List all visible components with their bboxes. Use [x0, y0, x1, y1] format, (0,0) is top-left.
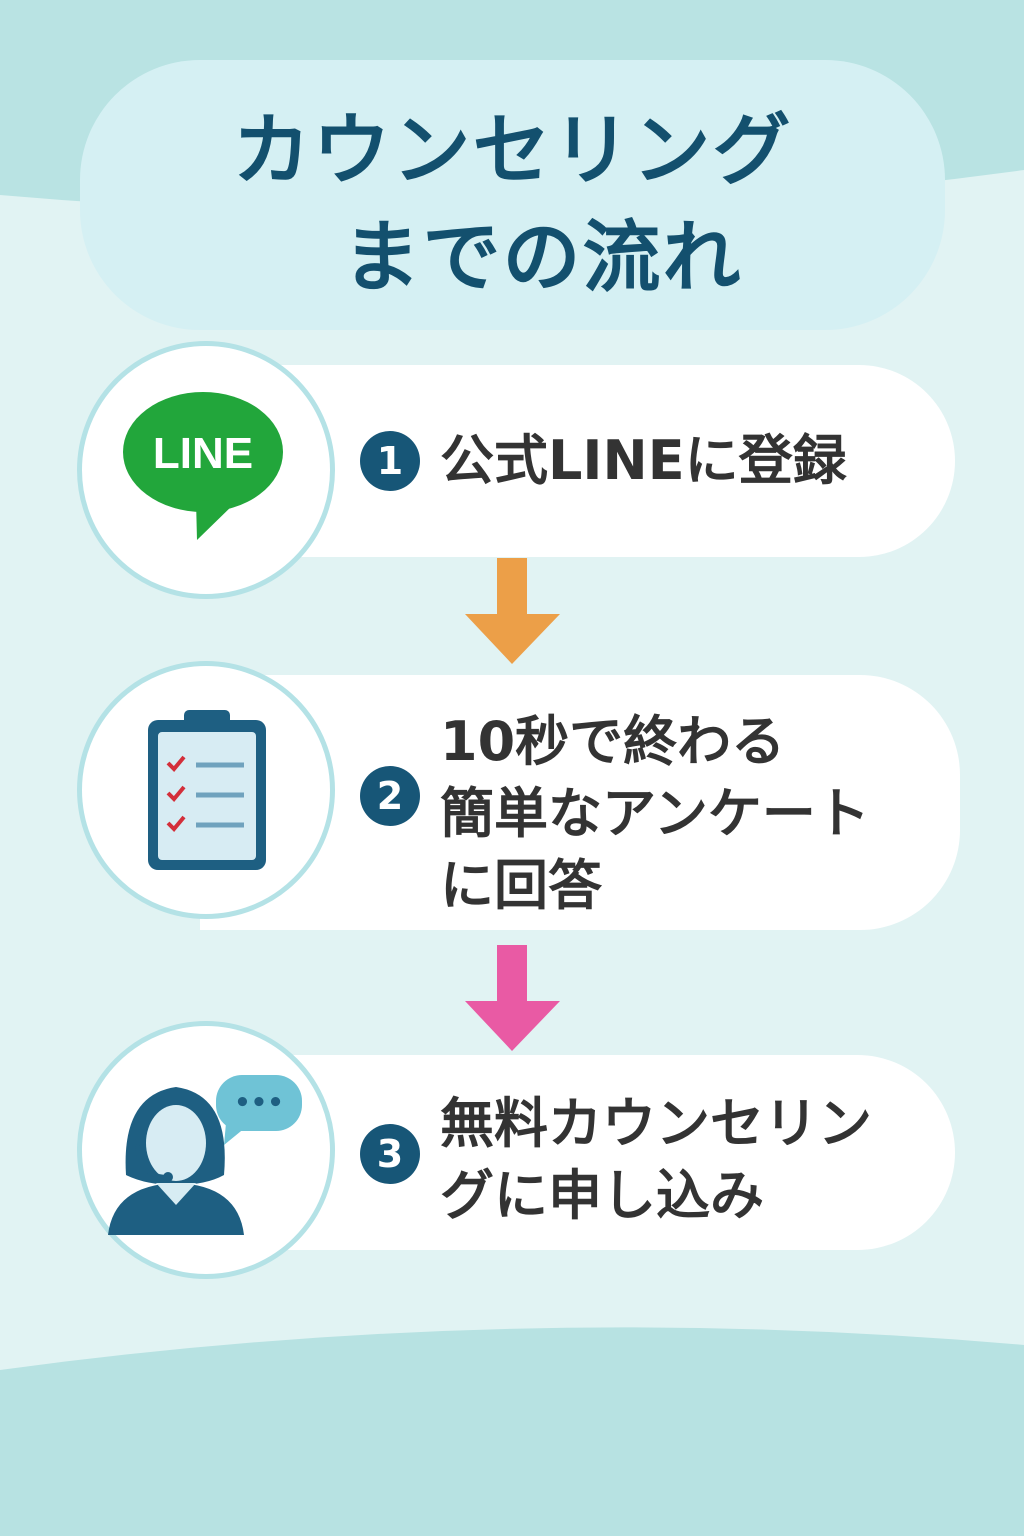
line-logo-text: LINE	[153, 429, 253, 478]
step-3-icon-circle: •••	[77, 1021, 335, 1279]
step-2-text: 10秒で終わる 簡単なアンケート に回答	[440, 706, 870, 922]
step-1-icon-circle: LINE	[77, 341, 335, 599]
step-3-badge: 3	[360, 1124, 420, 1184]
step-2-icon-circle	[77, 661, 335, 919]
bottom-wave	[0, 1327, 1024, 1536]
page-title-line2: までの流れ	[342, 213, 743, 303]
line-logo-icon: LINE	[123, 392, 283, 540]
step-3-text-line1: 無料カウンセリン	[440, 1092, 872, 1155]
step-2-text-line1: 10秒で終わる	[440, 710, 786, 773]
step-2-text-line3: に回答	[440, 854, 602, 917]
arrow-down-2	[465, 945, 560, 1051]
counselor-headset-icon: •••	[108, 1075, 302, 1235]
speech-bubble-dots: •••	[234, 1088, 284, 1118]
step-3-text-line2: グに申し込み	[440, 1164, 764, 1227]
step-2-text-line2: 簡単なアンケート	[440, 782, 870, 845]
page-title-line1: カウンセリング	[232, 106, 793, 196]
step-2-badge: 2	[360, 766, 420, 826]
step-1-text: 公式LINEに登録	[440, 429, 847, 492]
step-1-badge: 1	[360, 431, 420, 491]
clipboard-checklist-icon	[148, 710, 266, 870]
title-bubble	[80, 60, 945, 330]
step-3-text: 無料カウンセリン グに申し込み	[440, 1088, 872, 1232]
arrow-down-1	[465, 558, 560, 664]
